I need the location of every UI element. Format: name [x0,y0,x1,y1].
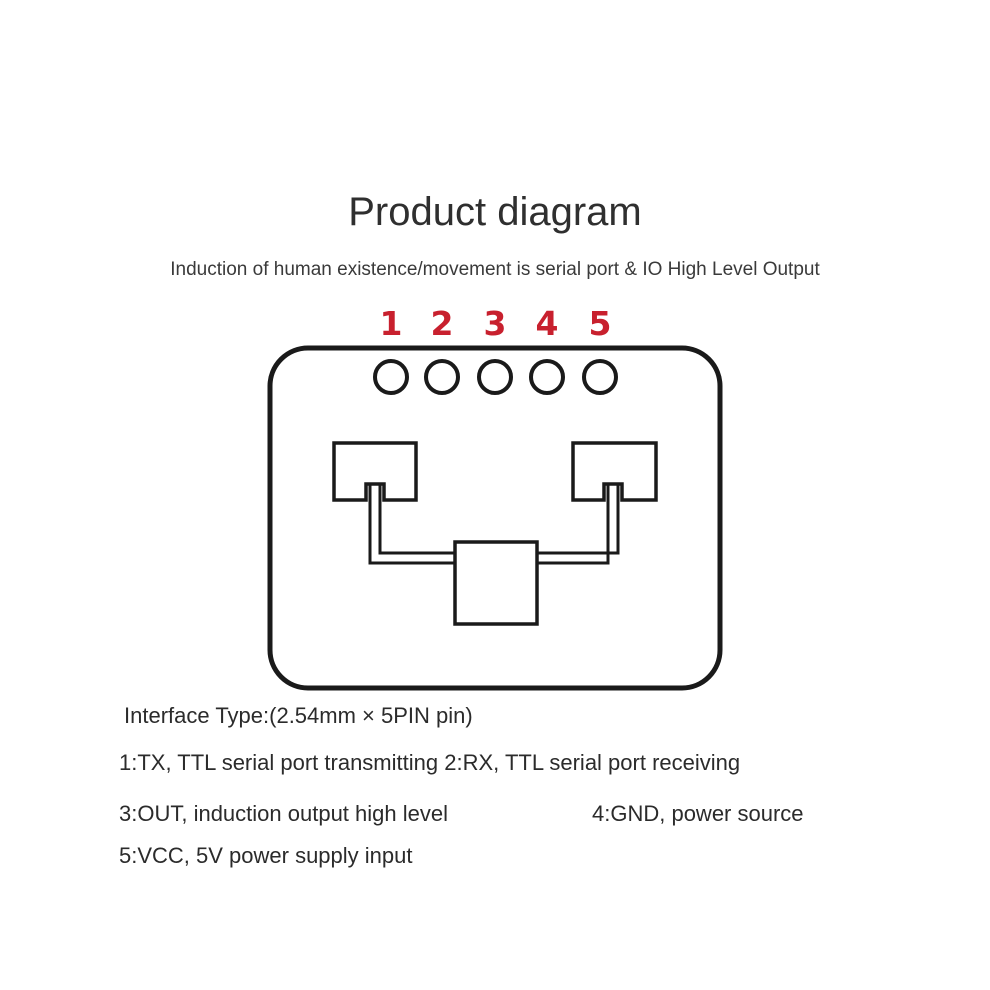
pin-hole-5 [582,359,618,395]
diagram-subtitle: Induction of human existence/movement is… [170,259,820,280]
board-outline [267,345,723,691]
pin-number-4: 4 [536,304,559,343]
pin1-pin2-description: 1:TX, TTL serial port transmitting 2:RX,… [119,750,741,775]
pin-number-1: 1 [380,304,403,343]
pin4-description: 4:GND, power source [592,801,804,826]
pin-number-5: 5 [589,304,612,343]
pin-hole-2 [424,359,460,395]
pin-hole-3 [477,359,513,395]
pin-number-2: 2 [431,304,454,343]
pin-number-3: 3 [484,304,507,343]
right-feed-line [537,484,620,565]
diagram-title: Product diagram [348,190,642,234]
right-antenna-pad [571,441,658,502]
pin3-description: 3:OUT, induction output high level [119,801,448,826]
center-chip [453,540,539,626]
pin-hole-1 [373,359,409,395]
left-antenna-pad [332,441,418,502]
interface-type-text: Interface Type:(2.54mm × 5PIN pin) [124,703,473,728]
pin5-description: 5:VCC, 5V power supply input [119,843,413,868]
pin-hole-4 [529,359,565,395]
left-feed-line [368,484,455,565]
